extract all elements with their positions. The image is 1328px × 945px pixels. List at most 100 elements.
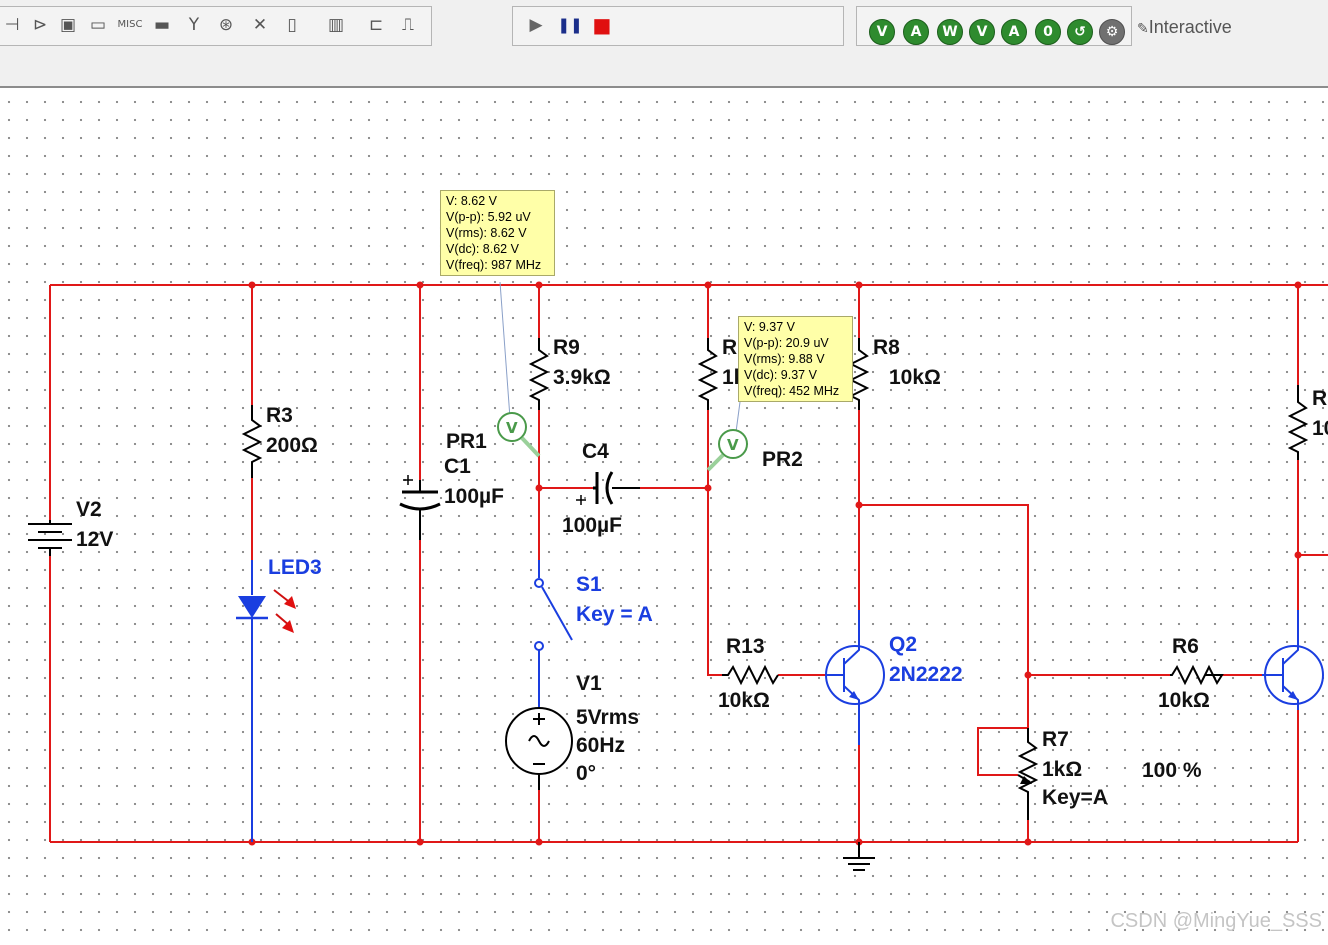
simulation-toolbar: ▶ ❚❚ ■ ✎Interactive <box>512 6 1232 46</box>
v1-phase: 0° <box>576 762 596 785</box>
pr1-readout: V: 8.62 V V(p-p): 5.92 uV V(rms): 8.62 V… <box>440 190 555 276</box>
v1-frequency: 60Hz <box>576 734 625 757</box>
r8-value: 10kΩ <box>889 366 941 389</box>
r3-value: 200Ω <box>266 434 318 457</box>
settings-gear-icon[interactable]: ⚙ <box>1099 19 1125 45</box>
r9-name: R9 <box>553 336 580 359</box>
bus-icon[interactable]: ⎍ <box>402 15 414 35</box>
digital-probe-icon[interactable]: 0 <box>1035 19 1061 45</box>
run-icon[interactable]: ▶ <box>529 15 543 35</box>
current-clamp-icon[interactable]: A <box>1001 19 1027 45</box>
pr1-probe[interactable]: V <box>497 281 541 458</box>
instruments-toolbar: V A W V A 0 ↺ ⚙ <box>856 6 1132 46</box>
pr1-voltage: V: 8.62 V <box>446 194 497 208</box>
v2-battery[interactable] <box>28 520 72 556</box>
watermark: CSDN @MingYue_SSS <box>1110 910 1322 932</box>
svg-text:V: V <box>727 436 739 454</box>
c1-name: C1 <box>444 455 471 478</box>
svg-text:V: V <box>506 419 518 437</box>
pr2-vpp: V(p-p): 20.9 uV <box>744 336 829 350</box>
wires <box>49 284 1328 843</box>
c4-capacitor[interactable] <box>576 471 640 505</box>
pause-icon[interactable]: ❚❚ <box>557 16 583 34</box>
r7-key: Key=A <box>1042 786 1108 809</box>
v1-amplitude: 5Vrms <box>576 706 639 729</box>
c1-value: 100µF <box>444 485 504 508</box>
place-basic-icon[interactable]: ⊣ <box>4 15 20 35</box>
r-hidden-resistor[interactable] <box>697 338 719 410</box>
r9-resistor[interactable] <box>528 338 550 410</box>
pencil-icon: ✎ <box>1137 21 1149 37</box>
place-antenna-icon[interactable]: Y <box>188 15 200 35</box>
s1-switch[interactable] <box>534 560 573 710</box>
r6-name: R6 <box>1172 635 1199 658</box>
place-connector-icon[interactable]: ▥ <box>327 15 345 35</box>
r7-percent: 100 % <box>1142 759 1202 782</box>
pr1-vdc: V(dc): 8.62 V <box>446 242 519 256</box>
place-cmos-icon[interactable]: ▭ <box>89 15 107 35</box>
place-misc-icon[interactable]: MISC <box>117 19 143 30</box>
r8-resistor[interactable] <box>848 338 870 410</box>
r-right-resistor[interactable] <box>1287 385 1309 460</box>
r7-potentiometer[interactable] <box>1017 728 1039 820</box>
place-ttl-icon[interactable]: ▣ <box>59 15 77 35</box>
place-power-icon[interactable]: ▯ <box>287 15 297 35</box>
q2-model: 2N2222 <box>889 663 963 686</box>
s1-key: Key = A <box>576 603 653 626</box>
current-probe-icon[interactable]: A <box>903 19 929 45</box>
pr2-vrms: V(rms): 9.88 V <box>744 352 825 366</box>
pr1-vrms: V(rms): 8.62 V <box>446 226 527 240</box>
r3-resistor[interactable] <box>241 405 263 478</box>
r7-value: 1kΩ <box>1042 758 1082 781</box>
v1-name: V1 <box>576 672 602 695</box>
reference-probe-icon[interactable]: ↺ <box>1067 19 1093 45</box>
r8-name: R8 <box>873 336 900 359</box>
pr2-probe[interactable]: V <box>706 401 748 472</box>
power-probe-icon[interactable]: W <box>937 19 963 45</box>
pr2-vfreq: V(freq): 452 MHz <box>744 384 840 398</box>
v2-value: 12V <box>76 528 113 551</box>
c4-value: 100µF <box>562 514 622 537</box>
place-indicator-icon[interactable]: ▬ <box>153 15 171 35</box>
led3-diode[interactable] <box>236 560 296 842</box>
pr2-name: PR2 <box>762 448 803 471</box>
pr2-vdc: V(dc): 9.37 V <box>744 368 817 382</box>
component-toolbar: ⊣ ⊳ ▣ ▭ MISC ▬ Y ⊛ ✕ ▯ ▥ ⊏ ⎍ <box>0 6 432 46</box>
r7-name: R7 <box>1042 728 1069 751</box>
pr1-name: PR1 <box>446 430 487 453</box>
r-hidden-name: R <box>722 336 737 359</box>
r13-value: 10kΩ <box>718 689 770 712</box>
interactive-mode-label[interactable]: ✎Interactive <box>1137 17 1232 37</box>
pr2-readout: V: 9.37 V V(p-p): 20.9 uV V(rms): 9.88 V… <box>738 316 853 402</box>
toolbar: ⊣ ⊳ ▣ ▭ MISC ▬ Y ⊛ ✕ ▯ ▥ ⊏ ⎍ ▶ ❚❚ ■ ✎Int… <box>0 0 1328 88</box>
v1-ac-source[interactable] <box>505 707 573 790</box>
r-right-value: 10 <box>1312 417 1328 440</box>
schematic-canvas[interactable]: V2 12V R3 200Ω LED3 C1 100µF V PR1 R9 3.… <box>0 88 1328 945</box>
place-transistor-icon[interactable]: ✕ <box>252 15 268 35</box>
r9-value: 3.9kΩ <box>553 366 611 389</box>
q2-transistor[interactable] <box>825 610 885 745</box>
pr1-vpp: V(p-p): 5.92 uV <box>446 210 531 224</box>
ground-symbol <box>843 842 875 871</box>
place-diode-icon[interactable]: ⊳ <box>32 15 48 35</box>
r6-resistor[interactable] <box>1170 664 1224 686</box>
r3-name: R3 <box>266 404 293 427</box>
c4-name: C4 <box>582 440 609 463</box>
place-electromech-icon[interactable]: ⊛ <box>218 15 234 35</box>
pr2-voltage: V: 9.37 V <box>744 320 795 334</box>
r13-name: R13 <box>726 635 765 658</box>
stop-icon[interactable]: ■ <box>592 13 612 37</box>
r13-resistor[interactable] <box>722 664 779 686</box>
r-right-name: R <box>1312 387 1327 410</box>
hierarchical-block-icon[interactable]: ⊏ <box>368 15 384 35</box>
q-right-transistor[interactable] <box>1262 610 1324 710</box>
c1-capacitor[interactable] <box>399 475 441 540</box>
v2-name: V2 <box>76 498 102 521</box>
r6-value: 10kΩ <box>1158 689 1210 712</box>
junction-dots <box>248 281 1302 846</box>
led3-name: LED3 <box>268 556 322 579</box>
s1-name: S1 <box>576 573 602 596</box>
pr1-vfreq: V(freq): 987 MHz <box>446 258 542 272</box>
voltage-probe-icon[interactable]: V <box>869 19 895 45</box>
differential-probe-icon[interactable]: V <box>969 19 995 45</box>
